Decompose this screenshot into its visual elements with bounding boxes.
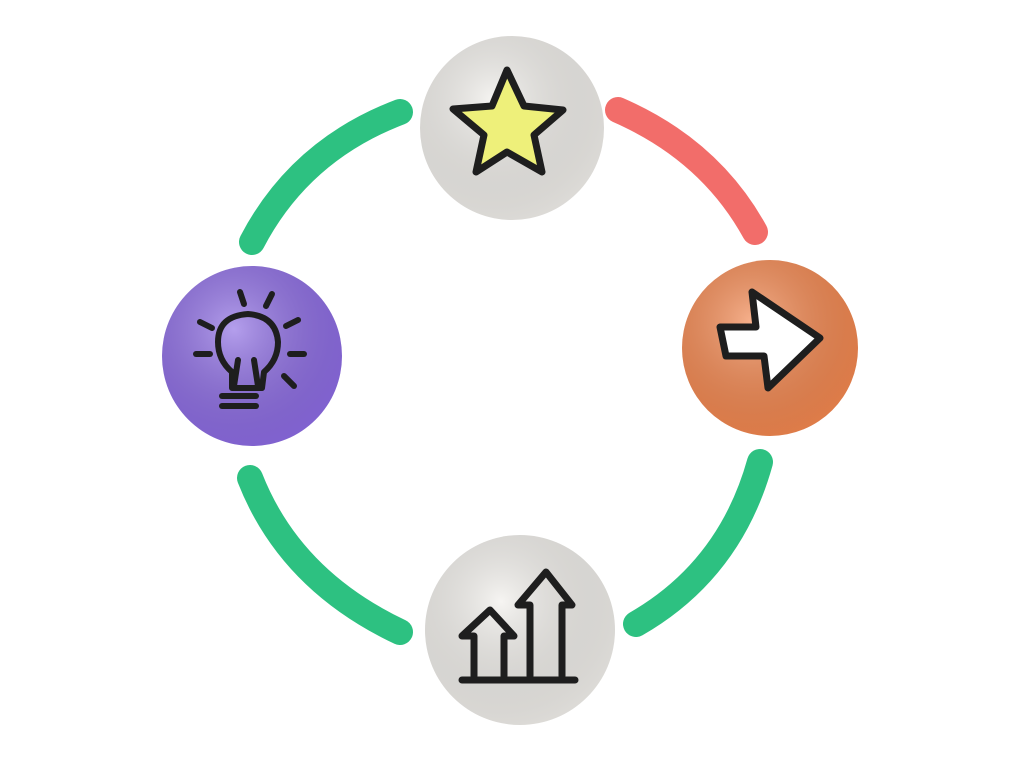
star-icon <box>449 66 567 176</box>
bar-chart-growth-icon <box>458 568 579 684</box>
node-star <box>420 36 604 220</box>
connector-arrow-growth <box>623 449 773 637</box>
connector-idea-star <box>239 99 413 255</box>
connector-star-arrow <box>605 97 768 245</box>
connector-growth-idea <box>237 465 413 645</box>
node-idea <box>162 266 342 446</box>
lightbulb-icon <box>193 289 307 409</box>
node-growth <box>425 535 615 725</box>
arrow-right-icon <box>716 288 824 392</box>
node-arrow <box>682 260 858 436</box>
